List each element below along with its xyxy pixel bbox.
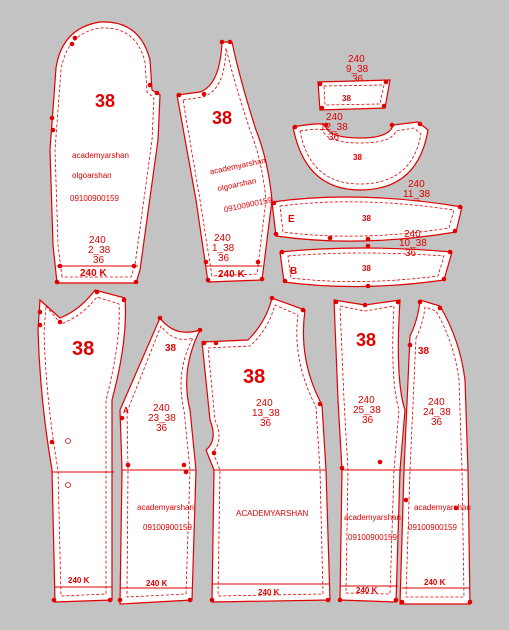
collar-code3: 36 xyxy=(328,132,340,143)
band-b-size: 38 xyxy=(362,264,371,273)
back-outline xyxy=(201,297,331,603)
side-right-piece[interactable]: 38 240 25_38 36 academyarshan 0910090015… xyxy=(333,299,406,603)
band-b-piece[interactable]: 240 10_38 36 B 38 xyxy=(279,229,453,289)
side-right-size: 38 xyxy=(356,330,376,350)
back-size: 38 xyxy=(243,366,265,388)
side-left-code2: 23_38 xyxy=(148,413,176,424)
side-left-code1: 240 xyxy=(153,403,170,414)
sleeve-right-seam xyxy=(182,47,267,277)
side-left-code3: 36 xyxy=(156,423,168,434)
front-right-size: 38 xyxy=(418,346,430,357)
cuff-small-piece[interactable]: 240 9_38 36 38 xyxy=(317,54,391,111)
sleeve-left-size: 38 xyxy=(95,91,115,111)
sleeve-left-handle: olgoarshan xyxy=(72,171,112,180)
band-e-letter: E xyxy=(288,214,295,225)
front-right-code1: 240 xyxy=(428,397,445,408)
sleeve-left-brand: academyarshan xyxy=(72,151,129,160)
collar-size: 38 xyxy=(353,153,362,162)
side-right-outline xyxy=(333,299,406,603)
sleeve-right-size: 38 xyxy=(212,108,232,128)
cuff-small-outline xyxy=(317,79,391,111)
side-left-brand: academyarshan xyxy=(137,503,194,512)
side-right-code2: 25_38 xyxy=(353,405,381,416)
side-right-brand: academyarshan xyxy=(344,513,401,522)
back-code2: 13_38 xyxy=(252,408,280,419)
side-right-code3: 36 xyxy=(362,415,374,426)
collar-piece[interactable]: 240 12_38 36 38 xyxy=(292,112,429,191)
side-left-size: 38 xyxy=(165,343,177,354)
cuff-small-size: 38 xyxy=(342,94,351,103)
front-left-size: 38 xyxy=(72,338,94,360)
band-b-code1: 240 xyxy=(404,229,421,240)
band-b-code3: 36 xyxy=(405,248,417,259)
band-e-code1: 240 xyxy=(408,179,425,190)
collar-code1: 240 xyxy=(326,112,343,123)
sleeve-left-footer: 240 K xyxy=(80,268,107,279)
front-right-code3: 36 xyxy=(431,417,443,428)
side-left-marker: A xyxy=(123,406,129,415)
front-right-outline xyxy=(399,299,471,605)
back-piece[interactable]: 38 240 13_38 36 ACADEMYARSHAN 240 K xyxy=(201,295,331,603)
band-b-outline xyxy=(279,247,453,288)
sleeve-left-code3: 36 xyxy=(93,255,105,266)
back-brand: ACADEMYARSHAN xyxy=(236,509,309,518)
sleeve-left-code1: 240 xyxy=(89,235,106,246)
side-left-footer: 240 K xyxy=(146,579,168,588)
front-right-piece[interactable]: 38 240 24_38 36 academyarshan 0910090015… xyxy=(399,299,473,605)
side-right-footer: 240 K xyxy=(356,586,378,595)
cuff-small-code1: 240 xyxy=(348,54,365,65)
band-e-code2: 11_38 xyxy=(403,189,431,200)
sleeve-left-code2: 2_38 xyxy=(88,245,111,256)
front-right-brand: academyarshan xyxy=(414,503,471,512)
sleeve-right-code3: 36 xyxy=(218,253,230,264)
sleeve-right-code1: 240 xyxy=(214,233,231,244)
front-left-outline xyxy=(37,289,127,603)
band-b-code2: 10_38 xyxy=(399,238,427,249)
back-footer: 240 K xyxy=(258,588,280,597)
side-left-piece[interactable]: A 38 240 23_38 36 academyarshan 09100900… xyxy=(117,315,203,605)
band-e-size: 38 xyxy=(362,214,371,223)
sleeve-left-phone: 09100900159 xyxy=(70,194,119,203)
cuff-small-code2: 9_38 xyxy=(346,64,369,75)
sleeve-right-code2: 1_38 xyxy=(212,243,235,254)
sleeve-right-piece[interactable]: 38 academyarshan olgoarshan 09100900159 … xyxy=(176,39,275,283)
front-right-phone: 09100900159 xyxy=(408,523,457,532)
collar-code2: 12_38 xyxy=(320,122,348,133)
front-left-piece[interactable]: 38 240 K xyxy=(37,289,127,603)
sleeve-right-outline xyxy=(176,41,273,283)
band-b-letter: B xyxy=(290,266,297,277)
front-right-footer: 240 K xyxy=(424,578,446,587)
front-left-footer: 240 K xyxy=(68,576,90,585)
back-code1: 240 xyxy=(256,398,273,409)
side-right-code1: 240 xyxy=(358,395,375,406)
side-left-outline xyxy=(119,316,202,605)
sleeve-left-seam xyxy=(54,27,155,278)
sleeve-right-footer: 240 K xyxy=(218,269,245,280)
back-code3: 36 xyxy=(260,418,272,429)
cuff-small-code3: 36 xyxy=(352,74,364,85)
sleeve-left-piece[interactable]: 38 academyarshan olgoarshan 09100900159 … xyxy=(49,21,161,285)
band-e-piece[interactable]: 240 11_38 36 E 38 xyxy=(271,179,463,242)
front-right-code2: 24_38 xyxy=(423,407,451,418)
side-left-phone: 09100900159 xyxy=(143,523,192,532)
side-right-phone: 09100900159 xyxy=(348,533,397,542)
